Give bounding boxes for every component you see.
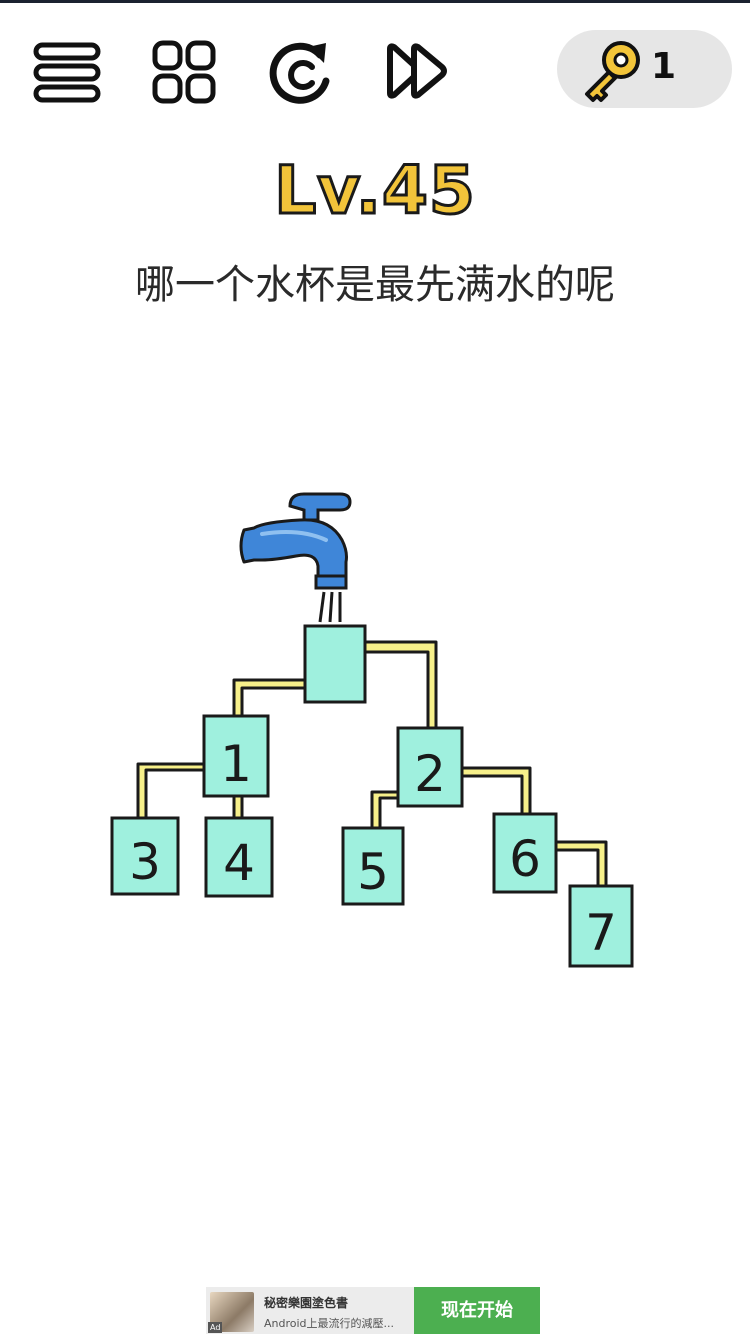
- pipe-6-to-7: [554, 840, 608, 890]
- cup-label: 2: [414, 745, 446, 803]
- pipe-1-to-4: [232, 794, 244, 822]
- levels-button[interactable]: [145, 35, 225, 110]
- ad-subtitle: Android上最流行的減壓...: [264, 1317, 395, 1330]
- pipe-1-to-3: [136, 760, 208, 820]
- status-bar-edge: [0, 0, 750, 3]
- skip-button[interactable]: [378, 35, 458, 110]
- restart-icon: [269, 42, 330, 104]
- cup-3[interactable]: 3: [110, 816, 180, 896]
- ad-title: 秘密樂園塗色書: [264, 1296, 349, 1310]
- cup-label: 6: [509, 830, 541, 888]
- cup-label: 1: [220, 735, 252, 793]
- cup-label: 7: [585, 904, 617, 962]
- key-hint-button[interactable]: 1: [557, 30, 732, 108]
- cup-2[interactable]: 2: [396, 726, 464, 808]
- ad-banner[interactable]: Ad 秘密樂園塗色書 Android上最流行的減壓... 现在开始: [206, 1287, 540, 1334]
- pipe-2-to-5: [370, 788, 402, 832]
- pipe-top-to-2: [362, 640, 438, 732]
- cup-label: 3: [129, 833, 161, 891]
- cup-1[interactable]: 1: [202, 714, 270, 798]
- pipe-2-to-6: [458, 766, 532, 818]
- faucet-icon: [239, 492, 352, 623]
- level-title: Lv.45: [273, 151, 477, 231]
- restart-button[interactable]: [262, 35, 342, 110]
- cup-7[interactable]: 7: [568, 884, 634, 968]
- grid-icon: [152, 40, 216, 104]
- ad-cta-button[interactable]: 现在开始: [414, 1287, 540, 1334]
- cup-label: 5: [357, 843, 389, 901]
- cup-6[interactable]: 6: [492, 812, 558, 894]
- menu-button[interactable]: [28, 35, 108, 110]
- key-icon: [585, 41, 640, 102]
- cup-label: 4: [223, 834, 255, 892]
- pipe-top-to-1: [232, 674, 314, 722]
- key-count: 1: [651, 46, 677, 87]
- question-text: 哪一个水杯是最先满水的呢: [135, 262, 615, 308]
- fast-forward-icon: [387, 43, 447, 99]
- puzzle-area: 1 2 3 4 5 6 7: [110, 492, 634, 968]
- cup-5[interactable]: 5: [341, 826, 405, 906]
- ad-badge: Ad: [208, 1322, 223, 1333]
- cup-4[interactable]: 4: [204, 816, 274, 898]
- cup-top[interactable]: [303, 624, 367, 704]
- menu-lines-icon: [33, 42, 101, 103]
